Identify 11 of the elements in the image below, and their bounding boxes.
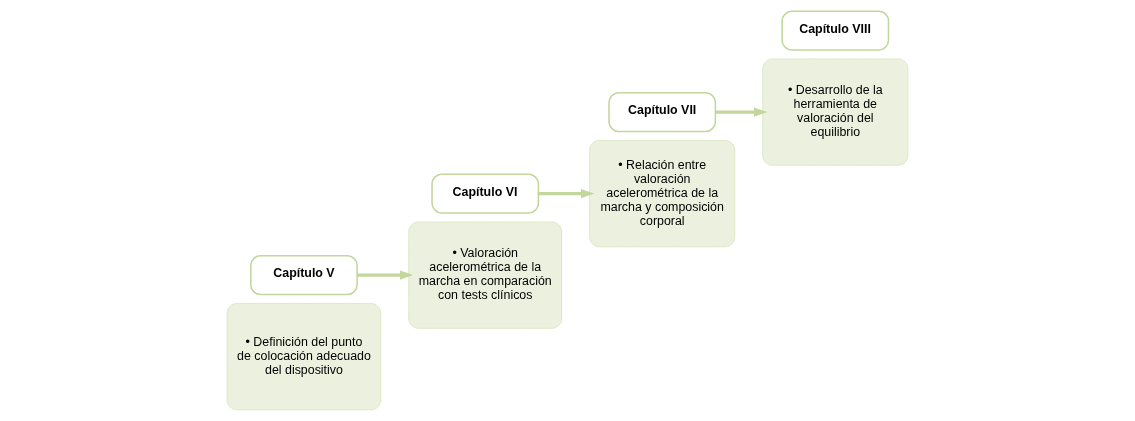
arrow	[715, 107, 768, 117]
node-box: • Valoración acelerométrica de la marcha en comparación con tests clínicos	[408, 221, 563, 329]
node-box: Capítulo VI	[431, 173, 540, 214]
node-box: Capítulo VIII	[781, 10, 890, 51]
arrow	[538, 188, 595, 199]
node-box: Capítulo V	[250, 254, 358, 296]
node-box: • Desarrollo de la herramienta de valoración del equilibrio	[762, 58, 909, 166]
arrow	[357, 270, 414, 280]
node-box: • Relación entre valoración acelerométrica de la marcha y composición corporal	[589, 140, 736, 248]
node-box: • Definición del punto de colocación adecuado del dispositivo	[226, 303, 382, 411]
node-box: Capítulo VII	[608, 91, 717, 133]
